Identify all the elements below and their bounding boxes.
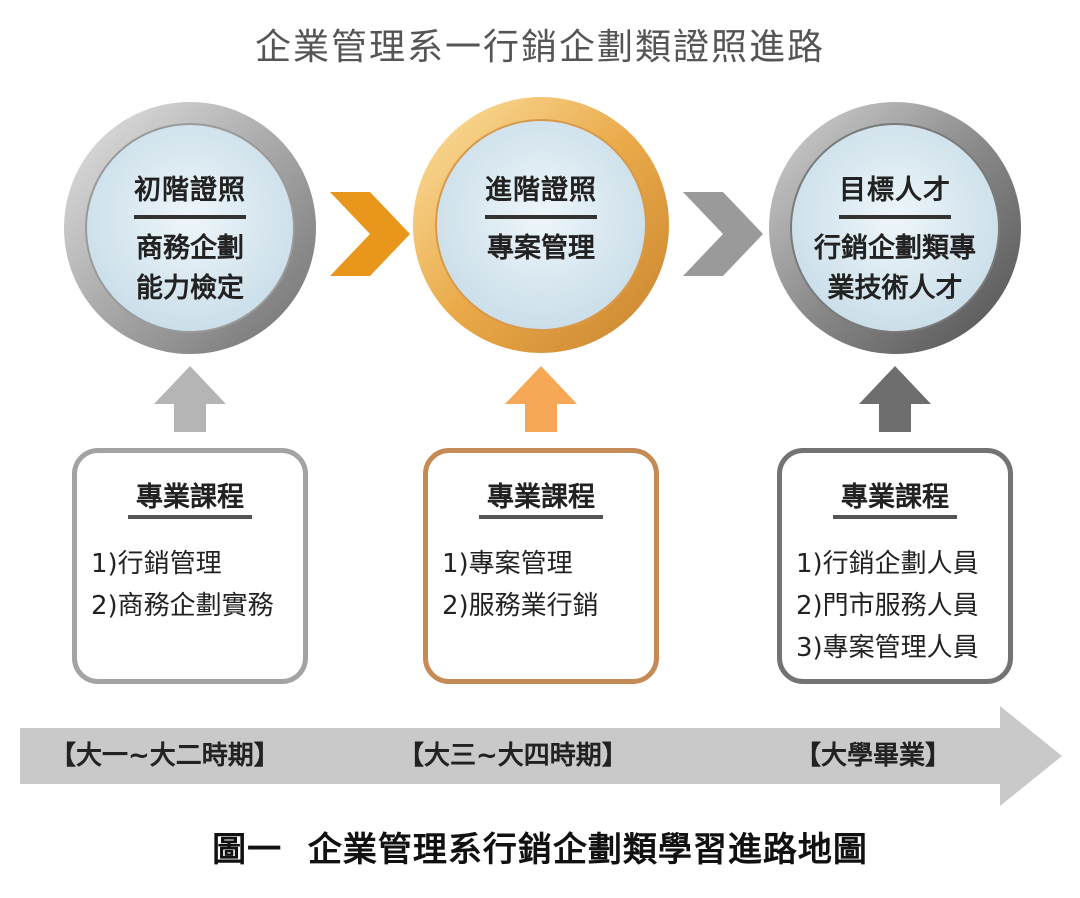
course-1-underline — [128, 515, 252, 519]
course-1-items: 1)行銷管理 2)商務企劃實務 — [91, 543, 274, 627]
arrow-up-icon — [859, 366, 931, 432]
course-2-item-2: 2)服務業行銷 — [442, 591, 599, 621]
course-1-item-2: 2)商務企劃實務 — [91, 591, 274, 621]
course-2-items: 1)專案管理 2)服務業行銷 — [442, 543, 599, 627]
arrow-up-icon — [154, 366, 226, 432]
stage-1-text: 初階證照 商務企劃 能力檢定 — [90, 168, 290, 309]
course-3-item-3: 3)專案管理人員 — [796, 633, 979, 663]
stage-3-heading: 目標人才 — [839, 168, 951, 219]
stage-2-text: 進階證照 專案管理 — [441, 168, 641, 269]
period-label-3: 【大學畢業】 — [795, 741, 952, 771]
stage-1-heading: 初階證照 — [134, 168, 246, 219]
stage-3-line-1: 行銷企劃類專 — [814, 233, 976, 264]
course-3-item-1: 1)行銷企劃人員 — [796, 549, 979, 579]
course-1-heading: 專業課程 — [136, 482, 244, 513]
arrow-up-icon — [505, 366, 577, 432]
course-2-heading: 專業課程 — [487, 482, 595, 513]
stage-3-line-2: 業技術人才 — [827, 273, 963, 304]
stage-circle-3 — [769, 102, 1021, 354]
figure-caption: 圖一 企業管理系行銷企劃類學習進路地圖 — [212, 830, 868, 870]
course-box-2: 專業課程 1)專案管理 2)服務業行銷 — [423, 448, 659, 684]
timeline-arrow — [20, 706, 1062, 806]
stage-1-line-1: 商務企劃 — [136, 233, 244, 264]
stage-2-line-1: 專案管理 — [487, 233, 595, 264]
stage-3-text: 目標人才 行銷企劃類專 業技術人才 — [795, 168, 995, 309]
course-3-items: 1)行銷企劃人員 2)門市服務人員 3)專案管理人員 — [796, 543, 979, 669]
course-3-heading: 專業課程 — [841, 482, 949, 513]
course-2-item-1: 1)專案管理 — [442, 549, 573, 579]
chevron-right-icon — [330, 192, 410, 276]
stage-2-heading: 進階證照 — [485, 168, 597, 219]
course-3-underline — [833, 515, 957, 519]
course-box-1: 專業課程 1)行銷管理 2)商務企劃實務 — [72, 448, 308, 684]
period-label-2: 【大三~大四時期】 — [398, 741, 628, 771]
page-title: 企業管理系一行銷企劃類證照進路 — [254, 27, 825, 68]
stage-circle-1 — [64, 102, 316, 354]
stage-1-line-2: 能力檢定 — [136, 273, 244, 304]
chevron-right-icon — [683, 192, 763, 276]
stage-circle-2 — [413, 97, 669, 353]
course-2-underline — [479, 515, 603, 519]
course-1-item-1: 1)行銷管理 — [91, 549, 222, 579]
period-label-1: 【大一~大二時期】 — [50, 741, 280, 771]
course-box-3: 專業課程 1)行銷企劃人員 2)門市服務人員 3)專案管理人員 — [777, 448, 1013, 684]
course-3-item-2: 2)門市服務人員 — [796, 591, 979, 621]
